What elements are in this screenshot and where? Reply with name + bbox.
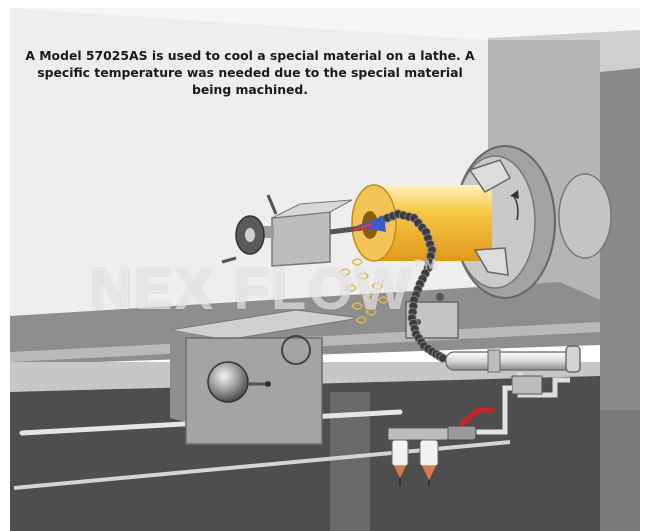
metal-chip bbox=[355, 316, 367, 324]
metal-chip bbox=[365, 308, 377, 316]
metal-chip bbox=[377, 296, 389, 304]
coolant-hose bbox=[377, 209, 448, 363]
metal-chip bbox=[357, 272, 369, 280]
metal-chip bbox=[363, 294, 375, 302]
tool-lever bbox=[266, 194, 278, 215]
filter-bowl-1 bbox=[391, 439, 409, 467]
filter-bowl-2 bbox=[419, 439, 439, 467]
metal-chip bbox=[345, 284, 357, 292]
ball-handle-knob bbox=[265, 381, 271, 387]
metal-chip bbox=[351, 258, 363, 266]
filter-drain-1 bbox=[394, 466, 406, 478]
handwheel-hub bbox=[245, 228, 255, 242]
chuck-jaw-top bbox=[468, 159, 512, 193]
watermark-text: NEX FLOW bbox=[90, 257, 413, 322]
bed-shadow bbox=[10, 376, 600, 531]
diagram-caption: A Model 57025AS is used to cool a specia… bbox=[25, 48, 475, 97]
supply-line bbox=[472, 385, 512, 435]
vortex-generator bbox=[565, 345, 581, 373]
spindle-hub bbox=[558, 173, 612, 259]
valve-handle bbox=[459, 407, 481, 427]
metal-chip bbox=[339, 268, 351, 276]
carriage-top bbox=[169, 309, 361, 341]
cold-stream bbox=[353, 223, 373, 231]
vortex-tube bbox=[445, 351, 573, 371]
metal-chips bbox=[339, 258, 389, 324]
metal-chip bbox=[371, 282, 383, 290]
tube-clamp bbox=[511, 375, 543, 395]
metal-chip bbox=[351, 302, 363, 310]
chuck-jaw-bottom bbox=[473, 247, 509, 276]
watermark-trademark: TM bbox=[414, 256, 439, 272]
ball-handle-icon bbox=[207, 361, 249, 403]
valve-body bbox=[445, 425, 477, 441]
ceiling bbox=[10, 8, 640, 40]
filter-manifold bbox=[387, 427, 449, 441]
mount-bolt-2 bbox=[436, 293, 444, 301]
vortex-tube-collar bbox=[487, 349, 501, 373]
right-base bbox=[600, 410, 640, 531]
rotation-arrow-head bbox=[510, 190, 519, 199]
tool-post-top bbox=[271, 199, 353, 219]
carriage-front bbox=[185, 337, 323, 445]
carriage-dial bbox=[281, 335, 311, 365]
filter-drain-2 bbox=[422, 466, 436, 480]
handwheel-handle bbox=[221, 256, 237, 264]
back-wall bbox=[10, 8, 490, 338]
headstock-side bbox=[600, 68, 640, 430]
